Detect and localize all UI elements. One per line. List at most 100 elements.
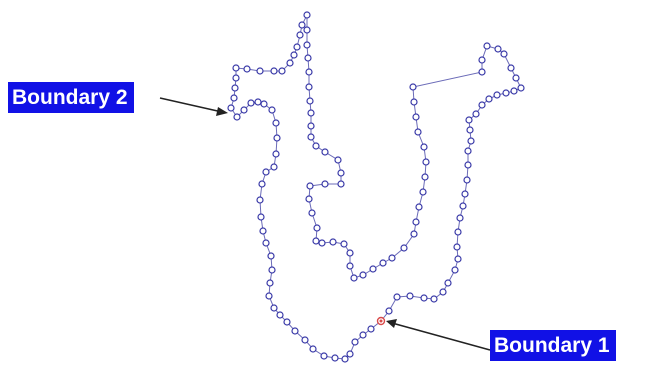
boundary-node (304, 54, 312, 62)
boundary-node (478, 68, 486, 76)
boundary-node (240, 106, 248, 114)
boundary-node (305, 68, 313, 76)
boundary-node (276, 311, 284, 319)
boundary-node (337, 169, 345, 177)
boundary-node (444, 279, 452, 287)
boundary-node (517, 84, 525, 92)
boundary-node (478, 56, 486, 64)
boundary-node (459, 202, 467, 210)
boundary-node (254, 98, 262, 106)
boundary-node (278, 67, 286, 75)
boundary-node (267, 252, 275, 260)
boundary-node (312, 142, 320, 150)
boundary-node (303, 11, 311, 19)
boundary-node (270, 304, 278, 312)
boundary-node (451, 266, 459, 274)
highlighted-node (376, 316, 386, 326)
boundary-node (309, 345, 317, 353)
boundary-node (453, 243, 461, 251)
boundary-node (406, 292, 414, 300)
boundary-node (230, 94, 238, 102)
boundary-node (419, 188, 427, 196)
boundary-node (420, 294, 428, 302)
boundary-node (306, 182, 314, 190)
boundary-node (410, 98, 418, 106)
boundary-node (483, 42, 491, 50)
boundary-node (388, 254, 396, 262)
boundary-nodes (227, 11, 525, 363)
boundary-node (410, 230, 418, 238)
boundary-node (320, 352, 328, 360)
boundary-node (409, 83, 417, 91)
boundary-node (307, 109, 315, 117)
boundary-node (485, 95, 493, 103)
boundary-node (286, 59, 294, 67)
boundary-node (303, 26, 311, 34)
boundary-node (415, 203, 423, 211)
boundary-node (303, 41, 311, 49)
boundary-node (266, 279, 274, 287)
boundary-node (312, 237, 320, 245)
boundary-node (307, 122, 315, 130)
boundary-node (268, 106, 276, 114)
boundary-node (346, 350, 354, 358)
boundary-node (305, 83, 313, 91)
boundary-node (421, 173, 429, 181)
boundary-node (507, 64, 515, 72)
boundary-node (466, 126, 474, 134)
boundary-node (283, 318, 291, 326)
boundary-node (346, 249, 354, 257)
boundary-node (290, 51, 298, 59)
boundary-node (461, 190, 469, 198)
boundary-node (512, 74, 520, 82)
boundary-node (296, 31, 304, 39)
boundary-node (233, 113, 241, 121)
boundary-node (270, 163, 278, 171)
boundary-node (430, 295, 438, 303)
boundary-node (464, 147, 472, 155)
boundary-node (472, 110, 480, 118)
boundary-node (385, 307, 393, 315)
boundary-node (464, 161, 472, 169)
boundary-node (321, 148, 329, 156)
boundary-node (341, 355, 349, 363)
boundary-node (420, 143, 428, 151)
boundary-node (510, 87, 518, 95)
boundary-node (331, 354, 339, 362)
boundary-node (346, 262, 354, 270)
boundary-1-label: Boundary 1 (490, 330, 616, 361)
boundary-node (321, 180, 329, 188)
boundary-node (454, 255, 462, 263)
boundary-node (262, 168, 270, 176)
boundary-node (500, 50, 508, 58)
boundary-node (232, 64, 240, 72)
boundary-node (367, 325, 375, 333)
arrow-boundary-2 (159, 97, 228, 116)
boundary-node (272, 119, 280, 127)
boundary-node (379, 259, 387, 267)
boundary-node (270, 67, 278, 75)
boundary-node (467, 137, 475, 145)
boundary-node (273, 134, 281, 142)
boundary-1-node-core (379, 319, 383, 323)
boundary-node (337, 180, 345, 188)
boundary-node (334, 156, 342, 164)
boundary-node (351, 338, 359, 346)
boundary-node (456, 214, 464, 222)
boundary-node (243, 65, 251, 73)
boundary-node (493, 91, 501, 99)
boundary-2-label: Boundary 2 (8, 82, 134, 113)
boundary-node (502, 89, 510, 97)
boundary-node (256, 196, 264, 204)
boundary-node (257, 213, 265, 221)
boundary-node (306, 97, 314, 105)
boundary-node (298, 21, 306, 29)
boundary-node (262, 239, 270, 247)
boundary-node (494, 45, 502, 53)
boundary-node (293, 43, 301, 51)
boundary-node (359, 331, 367, 339)
boundary-node (272, 150, 280, 158)
boundary-node (247, 99, 255, 107)
boundary-node (350, 274, 358, 282)
boundary-node (412, 218, 420, 226)
